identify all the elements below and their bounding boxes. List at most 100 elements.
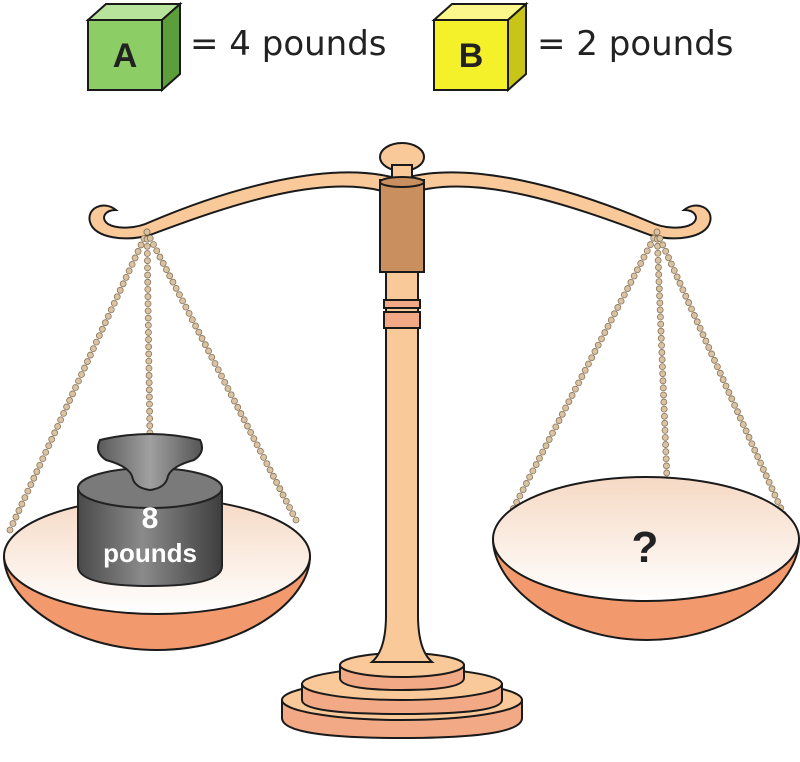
- chain-bead: [655, 264, 662, 271]
- chain-bead: [519, 486, 527, 494]
- chain-bead: [673, 273, 681, 281]
- chain-bead: [739, 421, 747, 428]
- chain-bead: [539, 448, 547, 456]
- chain-bead: [146, 407, 153, 415]
- chain-bead: [169, 278, 177, 286]
- chain-bead: [63, 403, 70, 411]
- chain-bead: [742, 427, 750, 435]
- chain-bead: [57, 416, 65, 424]
- chain-bead: [658, 356, 666, 363]
- chain-bead: [745, 433, 753, 441]
- chain-bead: [179, 297, 187, 305]
- chain-bead: [532, 461, 540, 468]
- chain-bead: [159, 259, 167, 267]
- chain-bead: [719, 376, 727, 383]
- chain-bead: [113, 293, 121, 301]
- weight-unit: pounds: [103, 538, 197, 568]
- chain-bead: [607, 316, 615, 324]
- chain-bead: [526, 473, 534, 481]
- chain-bead: [211, 360, 219, 367]
- chain-bead: [657, 320, 665, 328]
- chain-bead: [137, 241, 145, 249]
- chain-bead: [266, 466, 274, 474]
- chain-bead: [69, 390, 76, 398]
- chain-bead: [279, 491, 287, 499]
- chain-bead: [662, 441, 669, 448]
- chain-bead: [660, 405, 668, 413]
- chain-bead: [153, 247, 161, 255]
- chain-bead: [661, 426, 669, 434]
- chain-bead: [708, 350, 716, 358]
- chain-bead: [617, 297, 625, 305]
- chain-bead: [269, 472, 277, 480]
- chain-bead: [36, 461, 44, 469]
- chain-bead: [185, 309, 193, 317]
- chain-bead: [711, 356, 718, 364]
- chain-bead: [653, 228, 661, 236]
- chain-bead: [667, 260, 675, 268]
- chain-bead: [663, 462, 670, 470]
- chain-bead: [144, 285, 152, 293]
- scale-pole: [369, 269, 435, 663]
- chain-bead: [659, 370, 667, 378]
- chain-bead: [125, 267, 133, 275]
- chain-bead: [663, 469, 671, 477]
- chain-bead: [665, 254, 672, 262]
- chain-bead: [166, 272, 174, 280]
- chain-bead: [250, 435, 258, 443]
- chain-bead: [110, 299, 118, 307]
- chain-bead: [119, 280, 127, 288]
- chain-bead: [614, 304, 622, 311]
- legend-cube-b: B: [431, 1, 529, 93]
- chain-bead: [276, 485, 284, 493]
- chain-bead: [620, 291, 628, 299]
- chain-bead: [214, 366, 222, 374]
- chain-bead: [45, 442, 53, 450]
- chain-bead: [195, 328, 203, 336]
- chain-bead: [92, 338, 100, 346]
- chain-bead: [716, 369, 724, 377]
- scale-beam: [88, 171, 712, 240]
- chain-bead: [656, 292, 663, 300]
- chain-bead: [748, 440, 756, 448]
- scale-base: [281, 652, 523, 740]
- cube-a-letter: A: [113, 37, 138, 75]
- legend-b-label: = 2 pounds: [537, 24, 734, 64]
- chain-bead: [688, 305, 695, 313]
- chain-bead: [227, 391, 235, 399]
- right-pan: ?: [491, 476, 800, 642]
- chain-bead: [676, 279, 684, 287]
- chain-bead: [131, 254, 139, 262]
- chain-bead: [662, 455, 670, 463]
- cube-b-letter: B: [459, 37, 484, 75]
- chain-bead: [9, 520, 17, 527]
- weight-value: 8: [142, 502, 159, 535]
- chain-bead: [188, 316, 196, 324]
- chain-bead: [116, 286, 124, 294]
- chain-bead: [122, 273, 130, 281]
- chain-bead: [231, 397, 238, 405]
- chain-bead: [192, 322, 199, 330]
- legend-cube-a: A: [85, 1, 183, 93]
- chain-bead: [658, 349, 666, 356]
- chain-bead: [659, 241, 667, 249]
- chain-bead: [145, 357, 153, 365]
- chain-bead: [734, 408, 741, 416]
- chain-bead: [224, 385, 232, 392]
- chain-bead: [679, 286, 687, 294]
- chain-bead: [145, 350, 153, 358]
- chain-bead: [146, 234, 154, 242]
- chain-bead: [655, 278, 663, 286]
- chain-bead: [54, 422, 62, 430]
- chain-bead: [656, 299, 664, 307]
- chain-bead: [654, 249, 662, 257]
- chain-bead: [578, 373, 586, 380]
- chain-bead: [182, 303, 190, 311]
- chain-bead: [75, 377, 82, 385]
- chain-bead: [144, 307, 152, 315]
- chain-bead: [699, 331, 707, 339]
- chain-bead: [145, 343, 153, 351]
- chain-bead: [144, 264, 151, 272]
- chain-bead: [39, 455, 47, 463]
